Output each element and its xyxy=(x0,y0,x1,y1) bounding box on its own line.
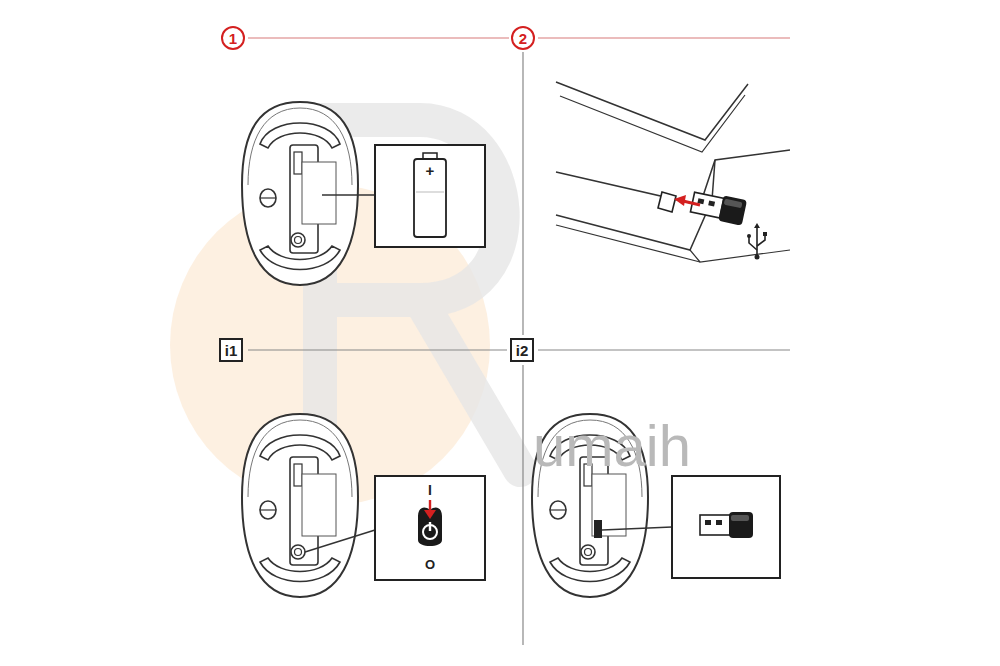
watermark: umaih xyxy=(533,417,691,475)
switch-off-mark: O xyxy=(425,558,435,571)
step-number: 2 xyxy=(511,26,535,50)
info-number: i1 xyxy=(219,338,243,362)
switch-on-mark: I xyxy=(428,483,432,497)
number-text: 1 xyxy=(229,31,237,46)
polarity-mark: + xyxy=(426,163,435,178)
number-text: 2 xyxy=(519,31,527,46)
step-number: 1 xyxy=(221,26,245,50)
number-text: i1 xyxy=(225,343,238,358)
info-number: i2 xyxy=(510,338,534,362)
number-text: i2 xyxy=(516,343,529,358)
